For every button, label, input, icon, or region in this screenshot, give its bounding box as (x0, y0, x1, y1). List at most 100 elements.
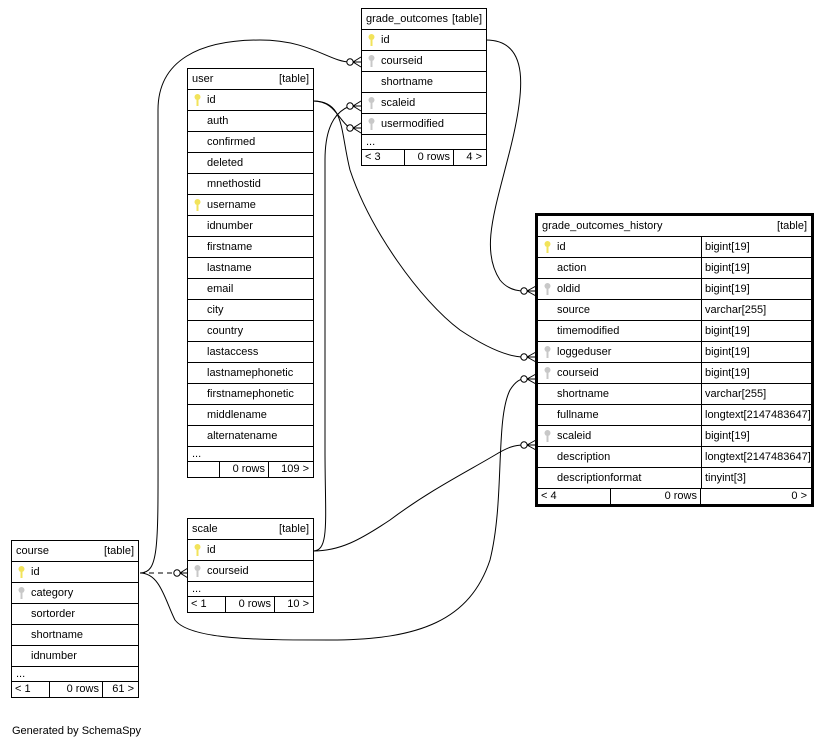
column-row[interactable]: lastaccess (188, 341, 313, 362)
column-row[interactable]: middlename (188, 404, 313, 425)
column-name: lastnamephonetic (207, 367, 294, 379)
edge-scale-history (312, 444, 525, 552)
table-kind: [table] (104, 545, 134, 557)
foreign-key-icon (368, 97, 375, 109)
more-columns: ... (188, 581, 313, 596)
children-count[interactable]: 0 > (791, 490, 807, 502)
column-name: courseid (557, 367, 599, 379)
children-count[interactable]: 109 > (281, 463, 309, 475)
column-row[interactable]: firstnamephonetic (188, 383, 313, 404)
edge-user-history (312, 100, 525, 358)
column-type: longtext[2147483647] (701, 447, 811, 467)
column-name: courseid (381, 55, 423, 67)
table-footer: < 1 0 rows 10 > (188, 596, 313, 612)
column-name: id (207, 94, 216, 106)
column-name: auth (207, 115, 229, 127)
column-row[interactable]: id (188, 89, 313, 110)
column-row[interactable]: courseid (188, 560, 313, 581)
column-name: fullname (557, 409, 599, 421)
children-count[interactable]: 10 > (287, 598, 309, 610)
column-row[interactable]: city (188, 299, 313, 320)
rows-count: 0 rows (238, 598, 271, 610)
parents-count[interactable]: < 4 (541, 490, 557, 502)
column-row[interactable]: shortname (362, 71, 486, 92)
parents-count[interactable]: < 1 (15, 683, 31, 695)
edge-grade-outcomes-history (485, 39, 525, 292)
column-row[interactable]: auth (188, 110, 313, 131)
table-header: course [table] (12, 541, 138, 561)
column-name: deleted (207, 157, 244, 169)
table-name: user (192, 73, 214, 85)
column-row[interactable]: id bigint[19] (538, 236, 811, 257)
parents-count[interactable]: < 1 (191, 598, 207, 610)
column-name: shortname (557, 388, 609, 400)
primary-key-icon (194, 94, 201, 106)
column-row[interactable]: idnumber (188, 215, 313, 236)
column-row[interactable]: username (188, 194, 313, 215)
column-row[interactable]: confirmed (188, 131, 313, 152)
column-row[interactable]: shortname (12, 624, 138, 645)
foreign-key-icon (544, 430, 551, 442)
column-row[interactable]: scaleid (362, 92, 486, 113)
column-name: timemodified (557, 325, 620, 337)
column-name: id (31, 566, 40, 578)
parents-count[interactable]: < 3 (365, 151, 381, 163)
column-row[interactable]: shortname varchar[255] (538, 383, 811, 404)
table-header: grade_outcomes_history [table] (538, 216, 811, 236)
table-course[interactable]: course [table] id category sortorder shortn… (11, 540, 139, 698)
column-row[interactable]: mnethostid (188, 173, 313, 194)
column-row[interactable]: id (188, 539, 313, 560)
column-row[interactable]: lastnamephonetic (188, 362, 313, 383)
column-row[interactable]: firstname (188, 236, 313, 257)
primary-key-icon (18, 566, 25, 578)
column-type: bigint[19] (701, 237, 750, 257)
column-name: lastname (207, 262, 252, 274)
column-name: mnethostid (207, 178, 261, 190)
table-grade-outcomes-history[interactable]: grade_outcomes_history [table] id bigint[… (535, 213, 814, 507)
children-count[interactable]: 4 > (466, 151, 482, 163)
column-row[interactable]: usermodified (362, 113, 486, 134)
column-row[interactable]: sortorder (12, 603, 138, 624)
table-header: grade_outcomes [table] (362, 9, 486, 29)
primary-key-icon (194, 544, 201, 556)
column-row[interactable]: alternatename (188, 425, 313, 446)
table-kind: [table] (279, 523, 309, 535)
children-count[interactable]: 61 > (112, 683, 134, 695)
column-row[interactable]: id (12, 561, 138, 582)
column-type: bigint[19] (701, 426, 750, 446)
column-name: idnumber (31, 650, 77, 662)
table-grade-outcomes[interactable]: grade_outcomes [table] id courseid shortna… (361, 8, 487, 166)
column-name: id (557, 241, 566, 253)
column-type: varchar[255] (701, 384, 766, 404)
column-row[interactable]: deleted (188, 152, 313, 173)
column-row[interactable]: courseid (362, 50, 486, 71)
primary-key-icon (544, 241, 551, 253)
more-columns: ... (188, 446, 313, 461)
column-row[interactable]: country (188, 320, 313, 341)
column-row[interactable]: idnumber (12, 645, 138, 666)
primary-key-icon (194, 199, 201, 211)
column-name: source (557, 304, 591, 316)
column-name: sortorder (31, 608, 76, 620)
column-row[interactable]: scaleid bigint[19] (538, 425, 811, 446)
column-name: loggeduser (557, 346, 612, 358)
foreign-key-icon (368, 55, 375, 67)
column-row[interactable]: id (362, 29, 486, 50)
column-row[interactable]: lastname (188, 257, 313, 278)
foreign-key-icon (544, 367, 551, 379)
column-row[interactable]: email (188, 278, 313, 299)
rows-count: 0 rows (417, 151, 450, 163)
column-row[interactable]: category (12, 582, 138, 603)
column-name: scaleid (557, 430, 592, 442)
